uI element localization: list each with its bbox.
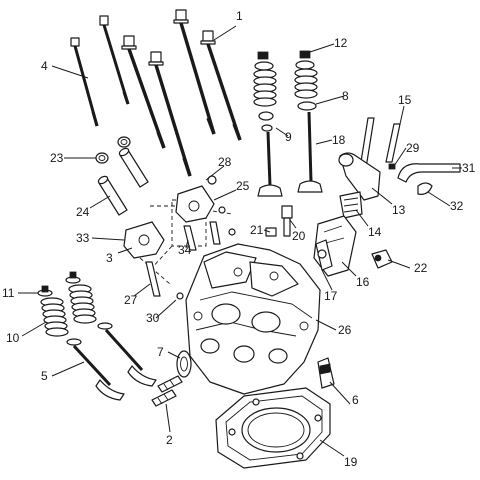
leader-lines: [18, 25, 462, 457]
callout-26: 26: [338, 323, 352, 337]
right-valve-train: [253, 50, 323, 197]
cylinder-head-bolts: [70, 9, 242, 177]
small-fasteners: [265, 205, 293, 237]
callout-24: 24: [76, 205, 90, 219]
dowel-pins: [95, 136, 149, 216]
cylinder-head: [176, 243, 335, 395]
callout-16: 16: [356, 275, 370, 289]
callout-11: 11: [2, 286, 15, 300]
callout-3: 3: [106, 251, 113, 265]
callout-14: 14: [368, 225, 382, 239]
callout-1: 1: [236, 9, 243, 23]
callout-28: 28: [218, 155, 232, 169]
head-gasket: [215, 387, 331, 469]
callout-32: 32: [450, 199, 464, 213]
callout-9: 9: [285, 130, 292, 144]
callout-4: 4: [41, 59, 48, 73]
callout-33: 33: [76, 231, 90, 245]
callout-34: 34: [178, 243, 192, 257]
rocker-assembly: [123, 175, 236, 300]
callout-5: 5: [41, 369, 48, 383]
callout-25: 25: [236, 179, 250, 193]
callout-23: 23: [50, 151, 64, 165]
exhaust-studs: [151, 375, 183, 407]
callout-12: 12: [334, 36, 348, 50]
thermostat-housing: [338, 152, 381, 219]
callout-13: 13: [392, 203, 406, 217]
callout-6: 6: [352, 393, 359, 407]
callout-8: 8: [342, 89, 349, 103]
coolant-hardware: [359, 117, 461, 195]
callout-7: 7: [157, 345, 164, 359]
left-valve-train: [37, 271, 157, 401]
callout-31: 31: [462, 161, 476, 175]
callout-20: 20: [292, 229, 306, 243]
callout-labels: 1 2 3 4 5 6 7 8 9 10 11 12 13 14 15 16 1…: [2, 9, 476, 469]
callout-17: 17: [324, 289, 338, 303]
side-cover: [313, 215, 357, 277]
callout-29: 29: [406, 141, 420, 155]
callout-19: 19: [344, 455, 358, 469]
temperature-sensor: [371, 249, 393, 269]
callout-30: 30: [146, 311, 160, 325]
callout-15: 15: [398, 93, 412, 107]
callout-22: 22: [414, 261, 428, 275]
callout-2: 2: [166, 433, 173, 447]
callout-21: 21: [250, 223, 264, 237]
callout-10: 10: [6, 331, 20, 345]
callout-18: 18: [332, 133, 346, 147]
callout-27: 27: [124, 293, 138, 307]
